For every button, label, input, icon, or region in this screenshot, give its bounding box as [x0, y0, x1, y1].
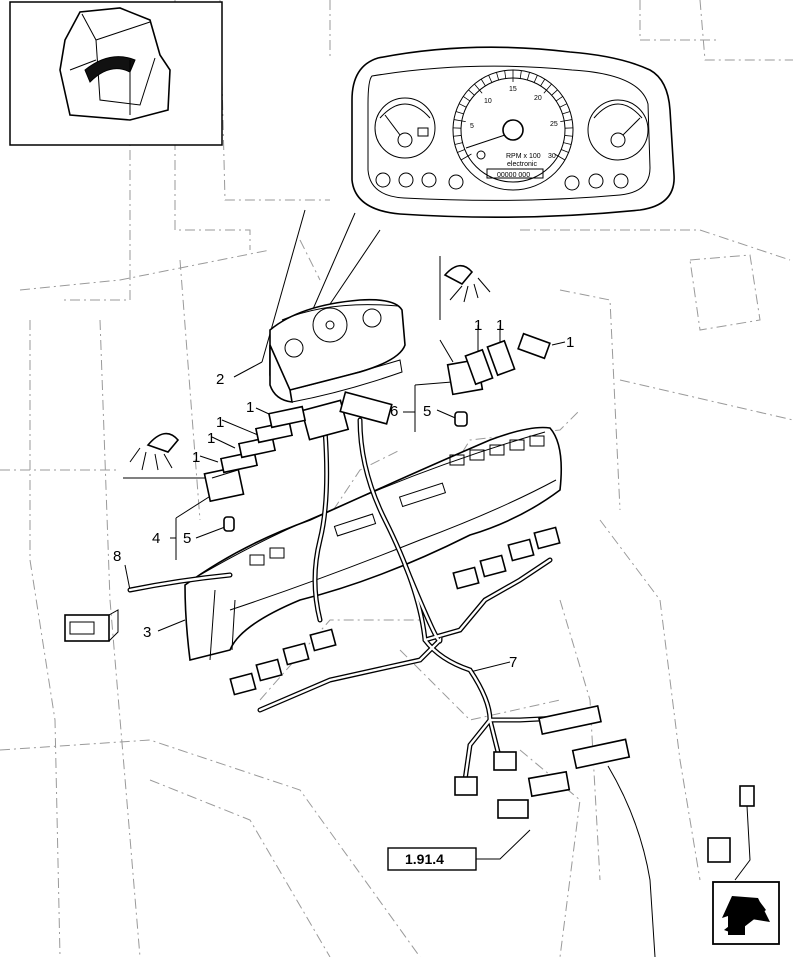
- callout-8: 8: [113, 548, 121, 565]
- tach-tick: [543, 83, 552, 94]
- next-page-arrow-icon[interactable]: [712, 881, 780, 945]
- right-switch-assembly: [446, 332, 551, 427]
- tach-tick: [453, 135, 462, 137]
- tach-label-15: 15: [509, 86, 517, 93]
- item-6-cluster-connectors: [300, 391, 393, 441]
- tach-tick: [519, 70, 522, 79]
- harness-wire-fill: [128, 418, 562, 782]
- reference-box[interactable]: 1.91.4: [387, 847, 477, 871]
- odometer-readout: 00000 000: [497, 172, 530, 179]
- tach-tick: [455, 111, 464, 115]
- tach-tick: [458, 103, 467, 108]
- item-3-dashboard-console: [184, 426, 563, 661]
- tach-tick: [559, 103, 568, 108]
- callout-1b: 1: [216, 414, 224, 431]
- tach-label-5: 5: [470, 123, 474, 130]
- callout-1c: 1: [207, 430, 215, 447]
- item-8-diagnostic-connector: [64, 609, 119, 642]
- left-lens-set: [219, 405, 307, 474]
- tach-label-10: 10: [484, 98, 492, 105]
- tach-tick: [561, 149, 569, 153]
- tach-unit: RPM x 100: [506, 153, 541, 160]
- instrument-cluster-detail: 5 10 15 20 25 30 RPM x 100 electronic 00…: [351, 46, 675, 218]
- cab-locator-icon: [9, 1, 223, 146]
- tach-tick: [454, 142, 463, 145]
- left-switch-assembly: [203, 405, 307, 532]
- tach-label-20: 20: [534, 95, 542, 102]
- callout-6: 6: [390, 403, 398, 420]
- tachometer-tick-marks: [453, 70, 573, 161]
- tach-tick: [463, 96, 471, 102]
- light-bulb-icon: [129, 432, 180, 471]
- callout-1a: 1: [246, 399, 254, 416]
- tach-tick: [551, 89, 558, 96]
- tach-tick: [540, 78, 546, 87]
- tach-tick: [474, 83, 483, 94]
- tach-tick: [562, 111, 571, 115]
- callout-4: 4: [152, 530, 160, 547]
- item-7-wiring-harness: [127, 417, 755, 957]
- tach-tick: [480, 78, 486, 87]
- harness-connectors-right: [452, 526, 561, 590]
- tach-tick: [453, 119, 466, 123]
- callout-5a: 5: [183, 530, 191, 547]
- tach-tick: [563, 142, 572, 145]
- tach-tick: [460, 153, 472, 161]
- tach-tick: [488, 75, 493, 83]
- tach-tick: [526, 72, 530, 81]
- reference-label: 1.91.4: [405, 851, 444, 867]
- tach-tick: [457, 149, 465, 153]
- harness-connectors-lower: [454, 704, 755, 863]
- tach-tick: [560, 119, 573, 123]
- tach-label-30: 30: [548, 153, 556, 160]
- tach-sub: electronic: [507, 161, 537, 168]
- tach-label-25: 25: [550, 121, 558, 128]
- tach-tick: [554, 153, 566, 161]
- callout-labels: 1 1 1 1 1 1 1 2 3 4 5 5 6 7 8: [113, 317, 574, 671]
- tach-tick: [555, 96, 563, 102]
- item-2-instrument-cluster: [269, 298, 406, 403]
- callout-1e: 1: [474, 317, 482, 334]
- tach-tick: [468, 89, 475, 96]
- right-lens-set: [464, 332, 551, 386]
- tach-tick: [496, 72, 500, 81]
- callout-1g: 1: [566, 334, 574, 351]
- callout-1d: 1: [192, 449, 200, 466]
- callout-1f: 1: [496, 317, 504, 334]
- callout-5b: 5: [423, 403, 431, 420]
- console-switch-slots: [249, 435, 545, 566]
- tach-tick: [533, 75, 538, 83]
- callout-3: 3: [143, 624, 151, 641]
- harness-connectors-left: [229, 628, 337, 696]
- leader-lines: [123, 209, 566, 860]
- tach-tick: [504, 70, 507, 79]
- callout-7: 7: [509, 654, 517, 671]
- callout-2: 2: [216, 371, 224, 388]
- light-bulb-icon-right: [443, 264, 491, 303]
- tach-tick: [564, 135, 573, 137]
